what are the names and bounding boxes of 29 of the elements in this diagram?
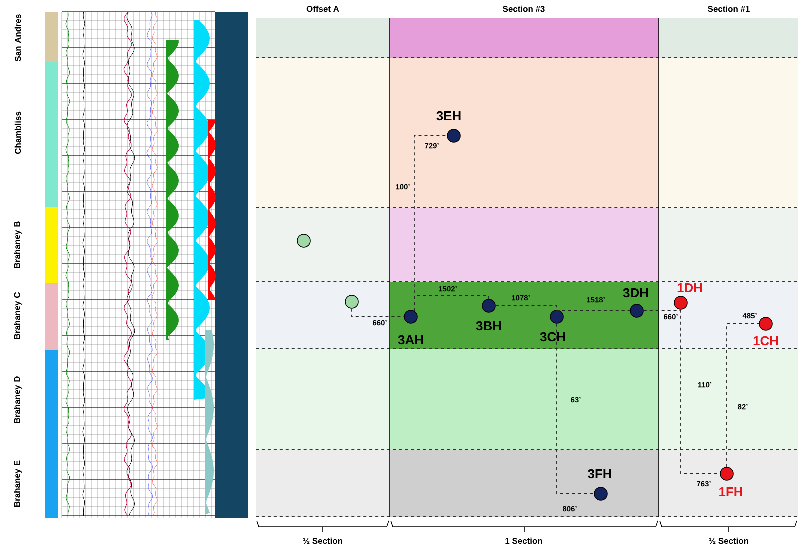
well-marker [297, 234, 311, 248]
distance-line [556, 310, 631, 312]
well-label: 3CH [540, 332, 566, 342]
well-label: 3DH [623, 288, 648, 298]
distance-line [414, 296, 490, 312]
well-label: 1FH [720, 488, 742, 496]
formation-label: Brahaney C [14, 292, 22, 340]
column-heading: Section #1 [708, 6, 750, 12]
formation-label: Brahaney E [14, 460, 22, 507]
distance-line [643, 309, 682, 312]
well-label: 1CH [754, 336, 778, 346]
well-label: 3EH [436, 111, 461, 121]
distance-line [556, 323, 595, 494]
formation-label: San Andres [14, 14, 22, 62]
well-label: 3BH [476, 321, 502, 331]
distance-line [352, 308, 405, 318]
column-heading: Offset A [306, 6, 340, 12]
column-heading: 1 Section [506, 538, 542, 544]
column-heading: ½ Section [303, 538, 342, 544]
formation-label: Chambliss [14, 112, 22, 154]
well-label: 3AH [398, 335, 424, 345]
formation-label: Brahaney D [14, 376, 22, 424]
column-heading: Section #3 [503, 6, 545, 12]
column-heading: ½ Section [709, 538, 748, 544]
well-label: 1DH [678, 284, 702, 292]
distance-line [726, 324, 760, 468]
well-label: 3FH [588, 469, 612, 479]
well-marker [345, 295, 359, 309]
formation-label: Brahaney B [14, 222, 22, 268]
